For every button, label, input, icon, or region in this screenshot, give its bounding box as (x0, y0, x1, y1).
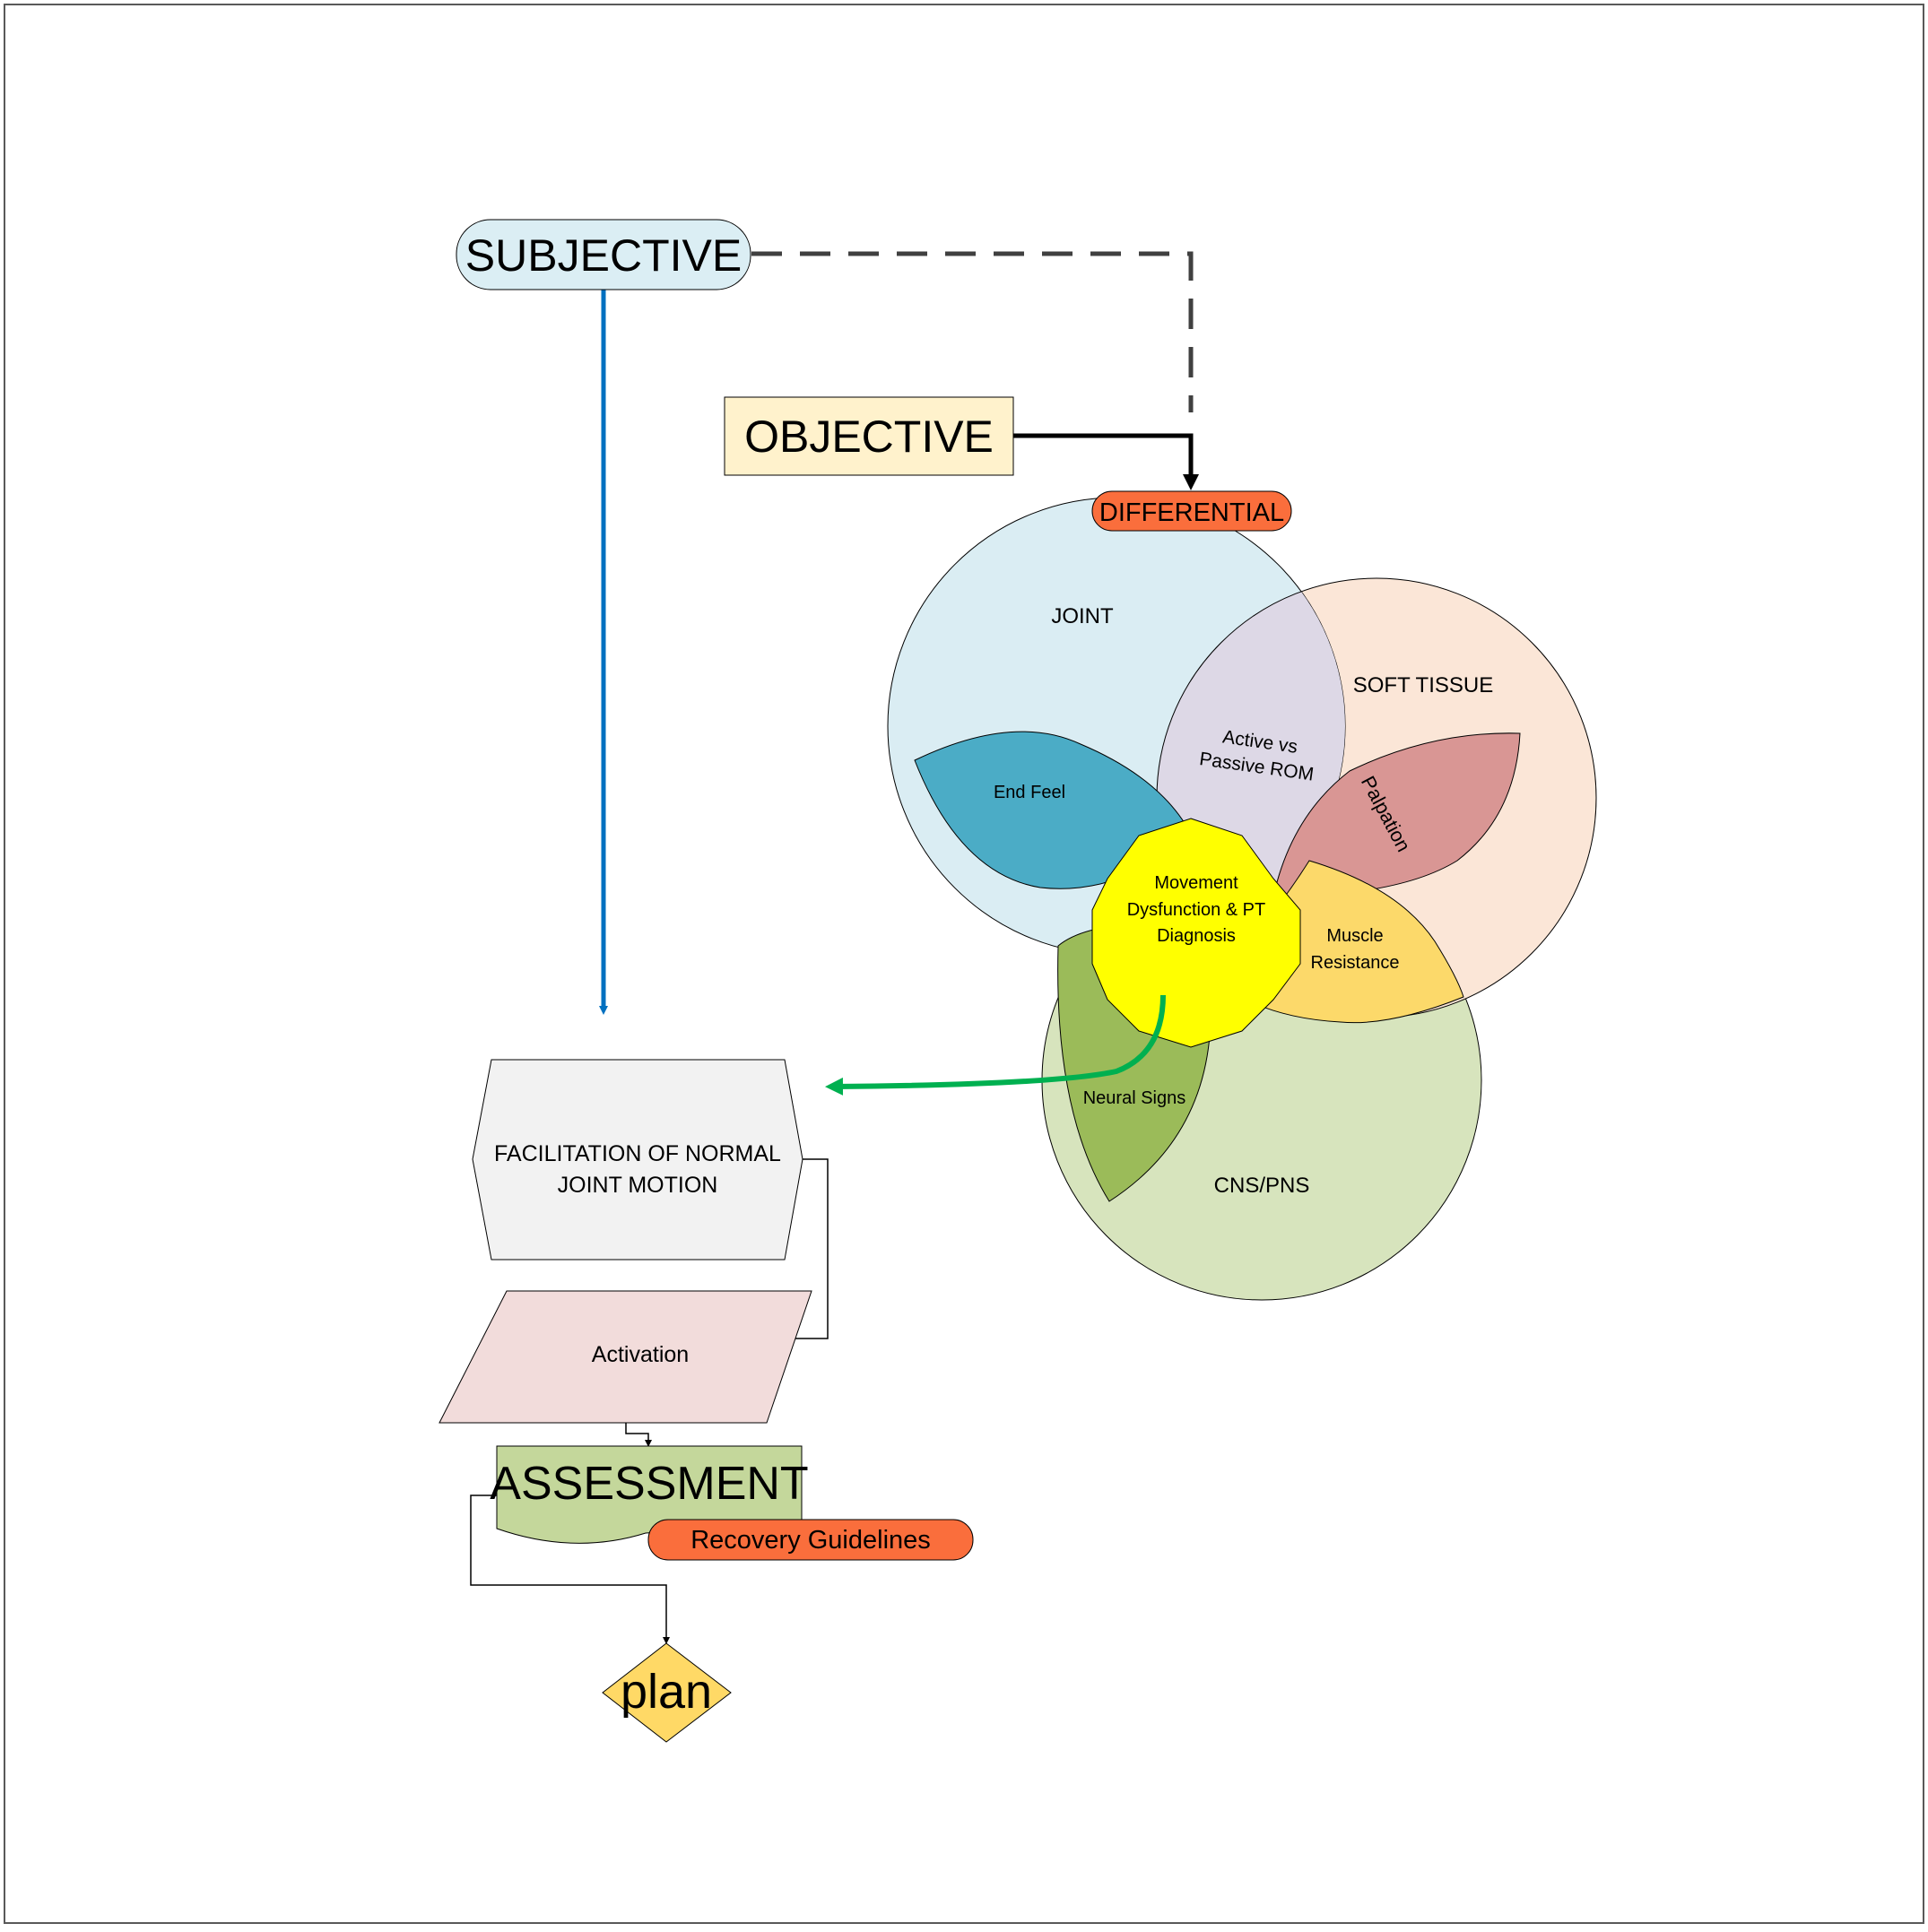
activation-to-assessment-connector (625, 1423, 652, 1447)
facilitation-line2: JOINT MOTION (558, 1173, 718, 1198)
neural-signs-label: Neural Signs (1083, 1088, 1186, 1108)
differential-label: DIFFERENTIAL (1099, 498, 1284, 527)
activation-node (439, 1290, 812, 1424)
end-feel-label: End Feel (994, 783, 1065, 802)
differential-node (1091, 490, 1292, 532)
recovery-guidelines-label: Recovery Guidelines (690, 1526, 931, 1555)
page-border (4, 4, 1924, 1924)
objective-to-differential-arrow (1013, 433, 1199, 490)
plan-node (602, 1642, 732, 1743)
cns-pns-label: CNS/PNS (1214, 1174, 1310, 1198)
subjective-label: SUBJECTIVE (465, 230, 742, 281)
movement-dysfunction-decagon (1091, 818, 1301, 1048)
recovery-guidelines-node (647, 1519, 974, 1561)
assessment-to-plan-connector (470, 1494, 670, 1644)
muscle-resistance-line1: Muscle (1326, 926, 1383, 946)
center-line2: Dysfunction & PT (1127, 900, 1266, 920)
assessment-label: ASSESSMENT (490, 1458, 808, 1510)
activation-label: Activation (592, 1342, 689, 1367)
soft-tissue-label: SOFT TISSUE (1353, 673, 1493, 697)
facilitation-line1: FACILITATION OF NORMAL (494, 1141, 781, 1166)
subjective-dashed-connector (751, 251, 1194, 412)
objective-label: OBJECTIVE (744, 412, 994, 462)
facilitation-node (472, 1059, 803, 1261)
facilitation-to-activation-connector (786, 1158, 829, 1342)
subjective-node (456, 219, 751, 290)
plan-label: plan (621, 1665, 712, 1719)
center-line3: Diagnosis (1157, 926, 1236, 946)
joint-label: JOINT (1051, 604, 1114, 628)
muscle-resistance-line2: Resistance (1311, 953, 1400, 973)
center-line1: Movement (1154, 873, 1238, 893)
diagnosis-to-facilitation-arrow (825, 994, 1166, 1096)
objective-node (724, 396, 1014, 476)
